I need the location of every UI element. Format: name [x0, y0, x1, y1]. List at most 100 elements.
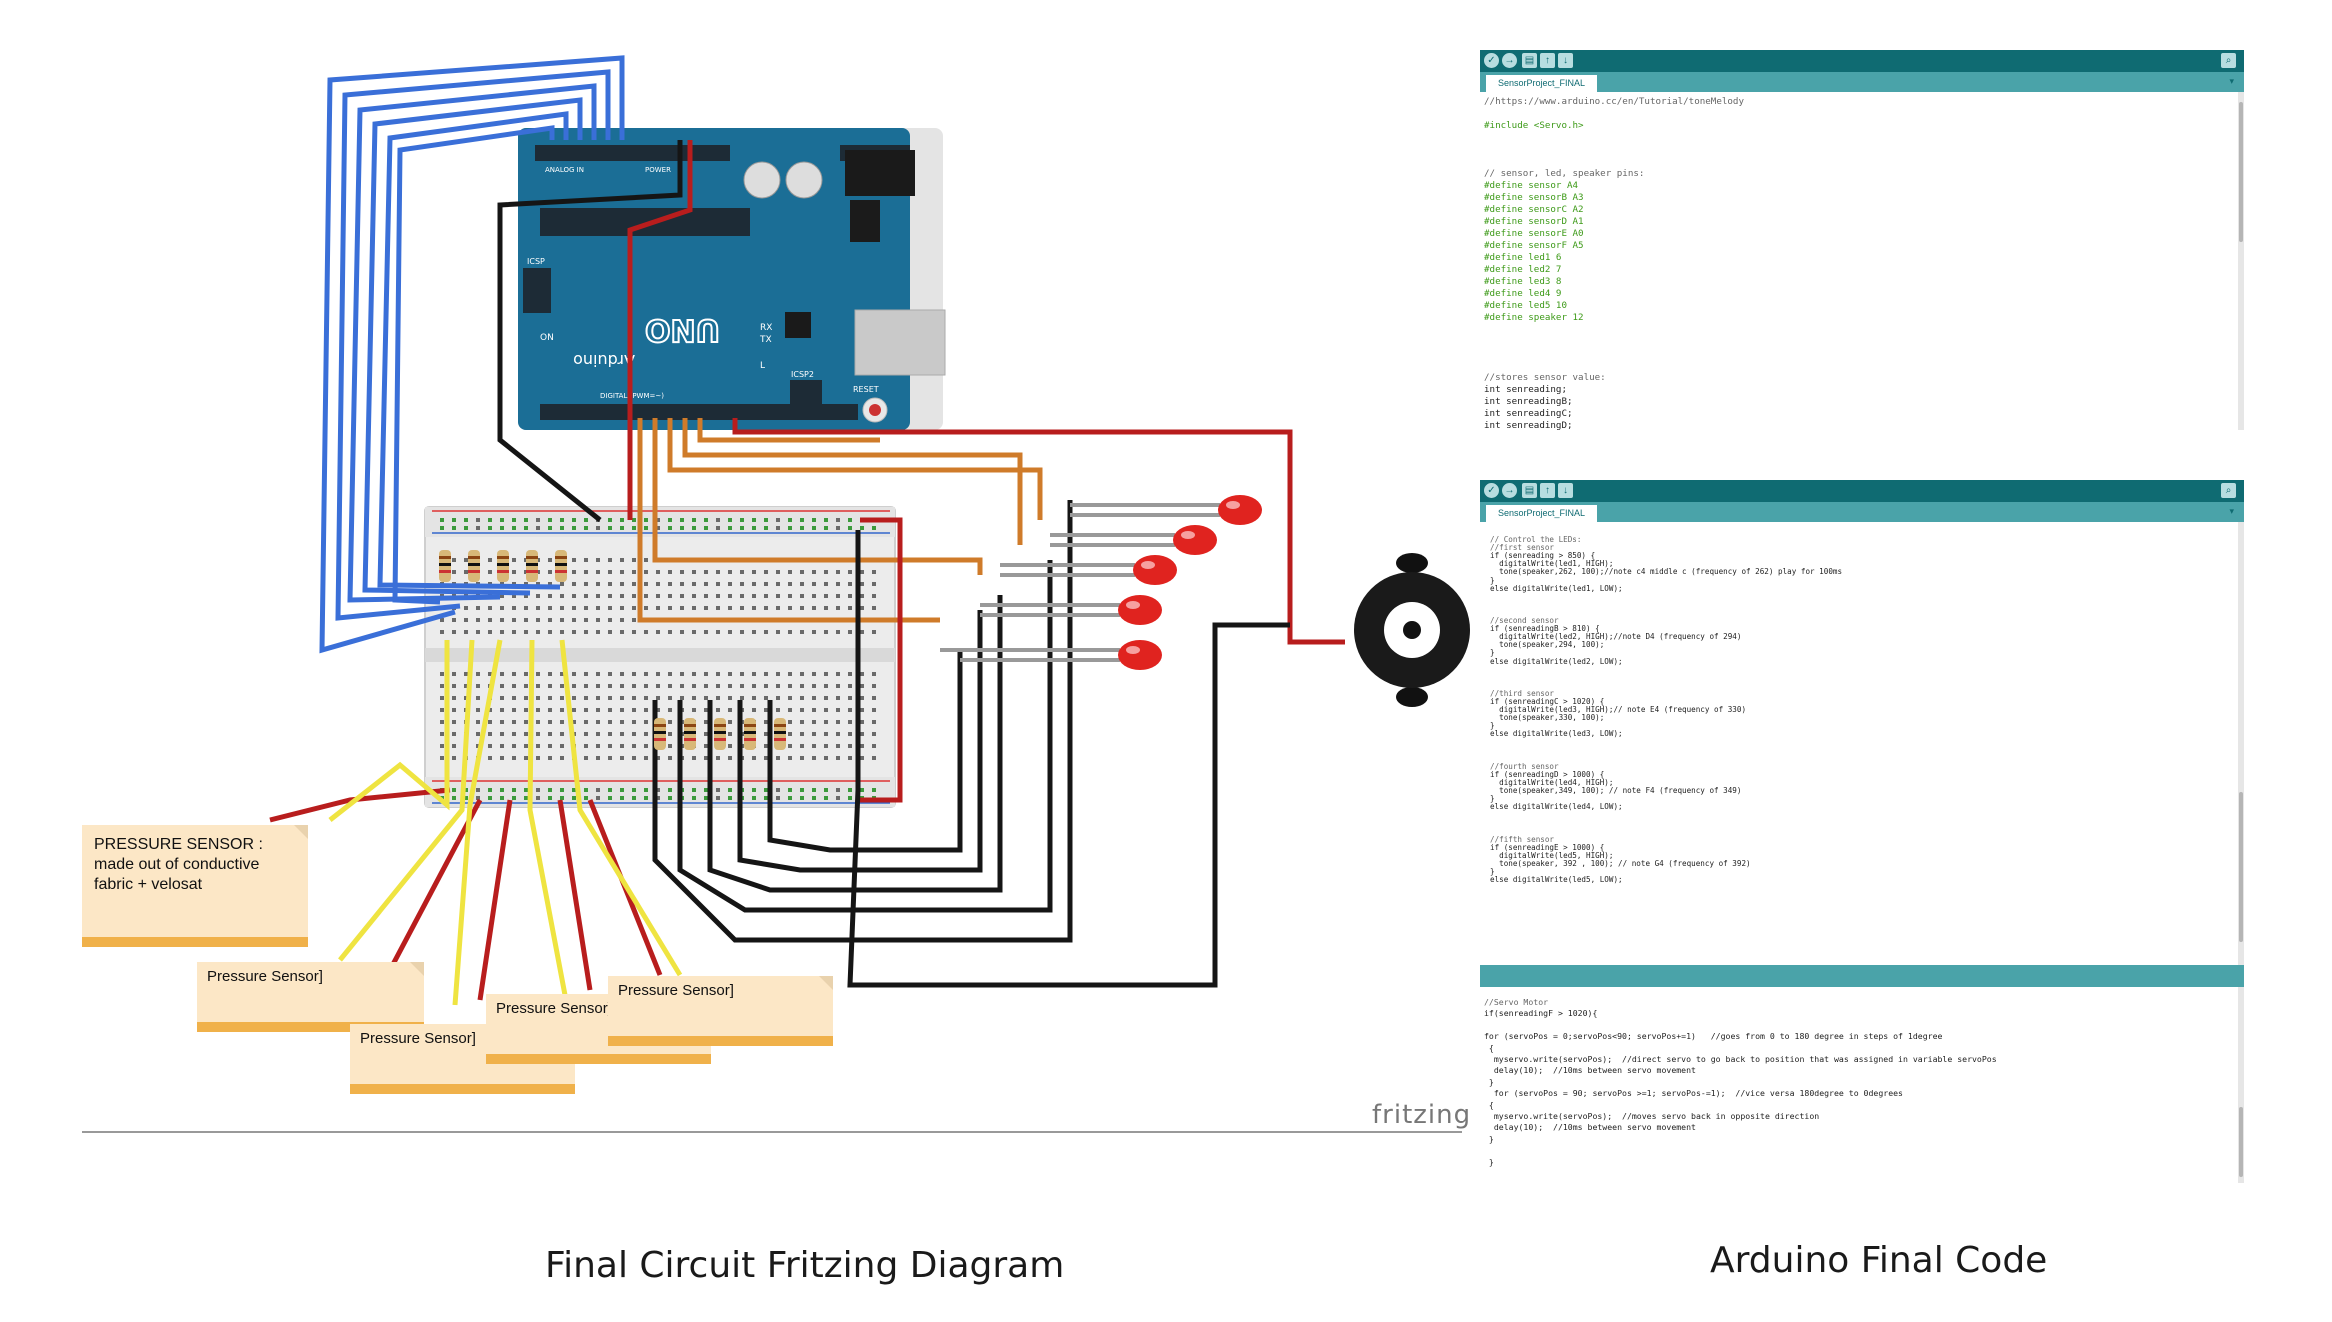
file-icon[interactable]: ▤	[1522, 483, 1537, 498]
code-line: {	[1484, 1042, 1494, 1053]
breadboard-hole	[536, 708, 540, 712]
breadboard-hole	[668, 696, 672, 700]
breadboard-hole	[728, 582, 732, 586]
editor-scrollbar[interactable]	[2238, 987, 2244, 1183]
breadboard-hole	[464, 672, 468, 676]
breadboard-hole	[500, 526, 504, 530]
breadboard-hole	[716, 788, 720, 792]
breadboard-hole	[860, 708, 864, 712]
code-line: digitalWrite(led4, HIGH);	[1490, 777, 1614, 787]
magnifier-icon[interactable]: ⌕	[2221, 53, 2236, 68]
tab-sensorproject[interactable]: SensorProject_FINAL	[1486, 75, 1598, 92]
scroll-thumb[interactable]	[2239, 102, 2243, 242]
breadboard-hole	[788, 788, 792, 792]
breadboard-hole	[632, 796, 636, 800]
breadboard-hole	[800, 594, 804, 598]
tab-sensorproject[interactable]: SensorProject_FINAL	[1486, 505, 1598, 522]
breadboard-hole	[740, 518, 744, 522]
breadboard-hole	[452, 518, 456, 522]
breadboard-hole	[836, 788, 840, 792]
breadboard-hole	[584, 720, 588, 724]
breadboard-hole	[656, 756, 660, 760]
code-line: }	[1484, 1076, 1494, 1087]
code-line: //https://www.arduino.cc/en/Tutorial/ton…	[1484, 96, 1744, 107]
breadboard-hole	[608, 796, 612, 800]
breadboard-hole	[512, 708, 516, 712]
breadboard-hole	[872, 582, 876, 586]
breadboard-hole	[836, 582, 840, 586]
arrow-right-icon[interactable]: →	[1502, 53, 1517, 68]
breadboard-hole	[560, 756, 564, 760]
code-line: // sensor, led, speaker pins:	[1484, 168, 1645, 179]
check-icon[interactable]: ✓	[1484, 483, 1499, 498]
breadboard-hole	[548, 708, 552, 712]
breadboard-hole	[596, 708, 600, 712]
breadboard-hole	[656, 696, 660, 700]
code-line: //stores sensor value:	[1484, 372, 1606, 383]
breadboard-hole	[728, 526, 732, 530]
breadboard-hole	[836, 526, 840, 530]
code-line: #define sensorB A3	[1484, 192, 1584, 203]
breadboard-hole	[788, 672, 792, 676]
breadboard-hole	[620, 732, 624, 736]
breadboard-hole	[596, 756, 600, 760]
code-line	[1484, 1145, 2238, 1156]
breadboard-hole	[596, 526, 600, 530]
arrow-up-icon[interactable]: ↑	[1540, 483, 1555, 498]
breadboard-hole	[620, 594, 624, 598]
arrow-down-icon[interactable]: ↓	[1558, 53, 1573, 68]
breadboard-hole	[872, 720, 876, 724]
breadboard-hole	[488, 630, 492, 634]
breadboard-hole	[572, 708, 576, 712]
arrow-right-icon[interactable]: →	[1502, 483, 1517, 498]
breadboard-hole	[824, 570, 828, 574]
breadboard-hole	[608, 788, 612, 792]
breadboard-hole	[644, 526, 648, 530]
editor-scrollbar[interactable]	[2238, 92, 2244, 430]
breadboard-hole	[620, 720, 624, 724]
breadboard-hole	[704, 570, 708, 574]
breadboard-hole	[500, 518, 504, 522]
breadboard-hole	[848, 684, 852, 688]
arrow-down-icon[interactable]: ↓	[1558, 483, 1573, 498]
breadboard-hole	[692, 594, 696, 598]
breadboard-hole	[680, 594, 684, 598]
editor-scrollbar[interactable]	[2238, 522, 2244, 965]
chevron-down-icon[interactable]: ▾	[2229, 506, 2234, 516]
scroll-thumb[interactable]	[2239, 792, 2243, 942]
breadboard-hole	[812, 696, 816, 700]
breadboard-hole	[692, 756, 696, 760]
breadboard-hole	[812, 672, 816, 676]
file-icon[interactable]: ▤	[1522, 53, 1537, 68]
magnifier-icon[interactable]: ⌕	[2221, 483, 2236, 498]
resistors	[439, 550, 786, 750]
breadboard-hole	[536, 672, 540, 676]
arduino-name: Arduino	[573, 351, 635, 370]
breadboard-hole	[620, 618, 624, 622]
code-line: //fifth sensor	[1490, 834, 1555, 844]
code-line: if(senreadingF > 1020){	[1484, 1008, 1598, 1019]
scroll-thumb[interactable]	[2239, 1107, 2243, 1177]
breadboard-hole	[656, 630, 660, 634]
breadboard-hole	[824, 732, 828, 736]
code-line	[1484, 156, 2238, 168]
check-icon[interactable]: ✓	[1484, 53, 1499, 68]
breadboard-hole	[632, 684, 636, 688]
analog-input-wires	[319, 55, 625, 654]
breadboard-hole	[824, 582, 828, 586]
breadboard-hole	[632, 720, 636, 724]
breadboard-hole	[716, 570, 720, 574]
arrow-up-icon[interactable]: ↑	[1540, 53, 1555, 68]
breadboard-hole	[680, 630, 684, 634]
breadboard-hole	[716, 518, 720, 522]
breadboard-hole	[536, 618, 540, 622]
breadboard-hole	[464, 684, 468, 688]
code-area[interactable]: //https://www.arduino.cc/en/Tutorial/ton…	[1480, 92, 2244, 430]
chevron-down-icon[interactable]: ▾	[2229, 76, 2234, 86]
breadboard-hole	[824, 796, 828, 800]
breadboard-hole	[632, 582, 636, 586]
breadboard-hole	[860, 582, 864, 586]
breadboard-hole	[812, 756, 816, 760]
